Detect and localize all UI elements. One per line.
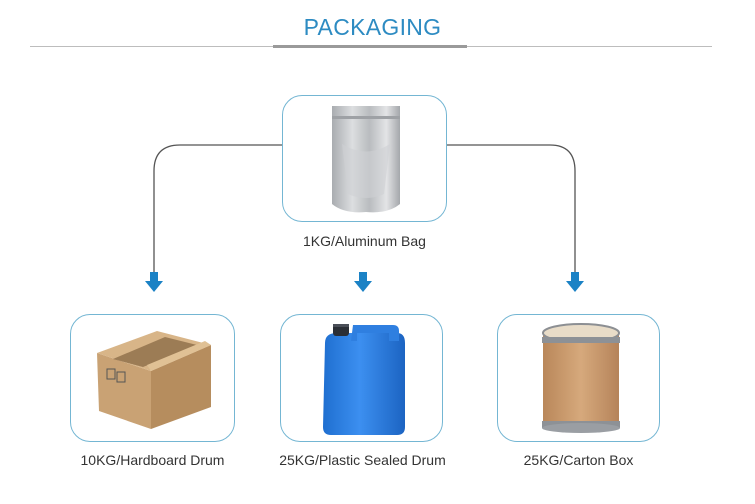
label-carton-box: 25KG/Carton Box [523, 452, 634, 468]
card-hardboard-drum [70, 314, 235, 442]
card-carton-box [497, 314, 660, 442]
label-hardboard-drum: 10KG/Hardboard Drum [80, 452, 225, 468]
arrow-down-icon [354, 272, 372, 292]
connector-right [447, 144, 576, 274]
label-aluminum-bag: 1KG/Aluminum Bag [303, 233, 426, 249]
arrow-down-icon [566, 272, 584, 292]
arrow-down-icon [145, 272, 163, 292]
card-plastic-sealed-drum [280, 314, 443, 442]
fiber-drum-image [542, 323, 620, 433]
aluminum-bag-image [332, 106, 400, 213]
label-plastic-sealed-drum: 25KG/Plastic Sealed Drum [279, 452, 446, 468]
plastic-jerrycan-image [323, 324, 405, 435]
page-title: PACKAGING [303, 14, 442, 40]
connector-left [153, 144, 282, 274]
title-divider-accent [273, 45, 467, 48]
card-aluminum-bag [282, 95, 447, 222]
cardboard-box-image [97, 331, 211, 429]
